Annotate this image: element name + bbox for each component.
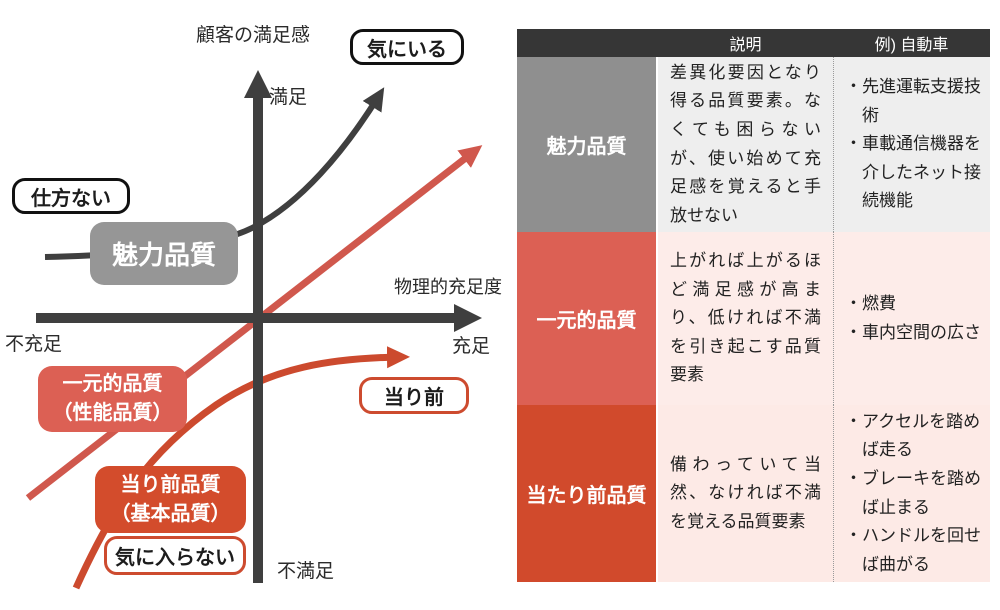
row-label: 魅力品質: [517, 57, 658, 232]
example-list: ・燃費 ・車内空間の広さ: [845, 290, 981, 347]
callout-like: 気にいる: [350, 29, 464, 65]
quality-explanation-table: 説明 例) 自動車 魅力品質 差異化要因となり得る品質要素。なくても困らないが、…: [517, 29, 990, 582]
example-list: ・アクセルを踏めば走る ・ブレーキを踏めば止まる ・ハンドルを回せば曲がる: [845, 408, 982, 579]
y-axis-negative-label: 不満足: [277, 561, 335, 582]
table-row-attractive: 魅力品質 差異化要因となり得る品質要素。なくても困らないが、使い始めて充足感を覚…: [517, 57, 990, 232]
row-description: 差異化要因となり得る品質要素。なくても困らないが、使い始めて充足感を覚えると手放…: [658, 57, 833, 232]
x-axis-negative-label: 不充足: [5, 334, 63, 355]
one-dimensional-quality-line: [25, 145, 483, 501]
example-item: ・車内空間の広さ: [845, 322, 981, 342]
row-description-text: 差異化要因となり得る品質要素。なくても困らないが、使い始めて充足感を覚えると手放…: [670, 62, 821, 225]
row-description-text: 上がれば上がるほど満足感が高まり、低ければ不満を引き起こす品質要素: [670, 251, 821, 385]
attractive-quality-badge: 魅力品質: [90, 222, 238, 285]
example-item: ・先進運転支援技術: [845, 77, 981, 125]
one-dimensional-quality-badge-line1: 一元的品質: [62, 373, 163, 395]
one-dimensional-quality-badge: 一元的品質 （性能品質）: [38, 366, 187, 432]
row-examples: ・先進運転支援技術 ・車載通信機器を介したネット接続機能: [833, 57, 990, 232]
diagram-canvas: [25, 70, 483, 590]
x-axis-positive-label: 充足: [452, 336, 491, 357]
callout-resigned: 仕方ない: [12, 178, 130, 214]
must-be-quality-badge-line1: 当り前品質: [120, 473, 221, 496]
header-example: 例) 自動車: [874, 37, 949, 54]
row-label: 当たり前品質: [517, 405, 658, 582]
one-dimensional-quality-badge-line2: （性能品質）: [52, 402, 173, 424]
header-label-column: [517, 29, 658, 57]
table-row-one-dimensional: 一元的品質 上がれば上がるほど満足感が高まり、低ければ不満を引き起こす品質要素 …: [517, 232, 990, 405]
y-axis-positive-label: 満足: [269, 87, 308, 108]
header-description: 説明: [729, 37, 762, 54]
must-be-quality-badge: 当り前品質 （基本品質）: [95, 466, 246, 533]
table-header-row: 説明 例) 自動車: [517, 29, 990, 57]
row-description: 上がれば上がるほど満足感が高まり、低ければ不満を引き起こす品質要素: [658, 232, 833, 405]
row-description-text: 備わっていて当然、なければ不満を覚える品質要素: [670, 454, 821, 531]
attractive-quality-badge-label: 魅力品質: [111, 240, 216, 270]
example-list: ・先進運転支援技術 ・車載通信機器を介したネット接続機能: [845, 73, 982, 216]
example-item: ・ブレーキを踏めば止まる: [845, 468, 981, 517]
example-item: ・車載通信機器を介したネット接続機能: [845, 134, 981, 211]
row-label: 一元的品質: [517, 232, 658, 405]
x-axis-title: 物理的充足度: [394, 277, 502, 297]
callout-dislike: 気に入らない: [104, 536, 246, 575]
must-be-quality-badge-line2: （基本品質）: [110, 502, 231, 525]
row-examples: ・アクセルを踏めば走る ・ブレーキを踏めば止まる ・ハンドルを回せば曲がる: [833, 405, 990, 582]
row-description: 備わっていて当然、なければ不満を覚える品質要素: [658, 405, 833, 582]
kano-diagram: 顧客の満足感 満足 不満足 物理的充足度 不充足 充足 気にいる 仕方ない 当り…: [5, 25, 502, 590]
y-axis-title: 顧客の満足感: [196, 25, 311, 46]
callout-taken-for-granted: 当り前: [359, 377, 469, 414]
table-row-must-be: 当たり前品質 備わっていて当然、なければ不満を覚える品質要素 ・アクセルを踏めば…: [517, 405, 990, 582]
example-item: ・アクセルを踏めば走る: [845, 411, 981, 460]
row-examples: ・燃費 ・車内空間の広さ: [833, 232, 990, 405]
example-item: ・ハンドルを回せば曲がる: [845, 526, 981, 574]
example-item: ・燃費: [845, 293, 896, 313]
